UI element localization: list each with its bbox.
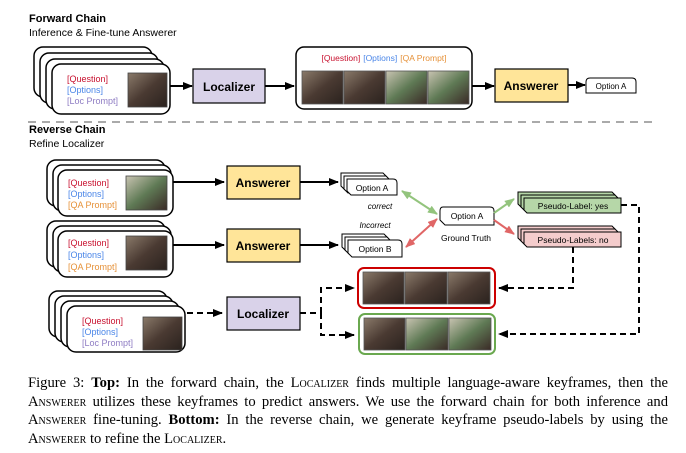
forward-answerer-box: Answerer	[494, 68, 569, 103]
answerer-label: Answerer	[236, 176, 291, 190]
incorrect-arrow	[405, 218, 438, 248]
keyframe	[448, 317, 492, 351]
question-label: [Question]	[68, 238, 109, 248]
keyframe	[447, 271, 491, 305]
question-label: [Question]	[82, 316, 123, 326]
caption-answerer: Answerer	[28, 412, 87, 428]
reverse-input-stack-3: [Question] [Options] [Loc Prompt]	[48, 290, 186, 353]
answerer-label: Answerer	[236, 239, 291, 253]
caption-text: In the reverse chain, we generate keyfra…	[219, 412, 668, 428]
keyframe-4	[427, 70, 470, 105]
answerer-label: Answerer	[504, 79, 559, 93]
arrow-to-pseudo-no	[493, 219, 515, 235]
ground-truth-box: Option A	[439, 206, 495, 226]
keyframe-1	[301, 70, 344, 105]
qa-prompt-label: [QA Prompt]	[68, 200, 117, 210]
forward-localizer-box: Localizer	[192, 68, 266, 104]
caption-text: finds multiple language-aware keyframes,…	[348, 375, 668, 391]
caption-figure-number: Figure 3:	[28, 375, 85, 391]
localizer-label: Localizer	[237, 307, 289, 321]
caption-text: to refine the	[86, 430, 165, 447]
reverse-chain-title: Reverse Chain	[29, 124, 106, 136]
correct-label: correct	[368, 202, 393, 211]
caption-text: fine-tuning.	[86, 412, 169, 428]
video-thumbnail	[127, 72, 168, 108]
forward-output-box: Option A	[585, 77, 637, 94]
options-label: [Options]	[67, 85, 103, 95]
reverse-answerer-box-1: Answerer	[226, 165, 301, 200]
ground-truth-label: Ground Truth	[441, 233, 491, 243]
caption-text: .	[222, 430, 227, 447]
caption-answerer: Answerer	[28, 393, 87, 410]
question-label: [Question]	[67, 74, 108, 84]
reverse-input-stack-1: [Question] [Options] [QA Prompt]	[46, 159, 174, 217]
keyframe-header: [Question][Options][QA Prompt]	[321, 53, 446, 63]
caption-localizer: Localizer	[164, 430, 223, 447]
caption-text: utilizes these keyframes to predict answ…	[86, 393, 668, 410]
keyframe-2	[343, 70, 386, 105]
pseudo-label-no: Pseudo-Labels: no	[538, 235, 609, 245]
forward-input-stack: [Question] [Options] [Loc Prompt]	[33, 46, 171, 115]
caption-text: In the forward chain, the	[119, 375, 291, 391]
dashed-arrow-to-negative-frames	[320, 284, 355, 313]
dashed-arrow-yes-to-positive	[498, 204, 640, 338]
dashed-arrow-to-positive-frames	[320, 313, 355, 339]
video-thumbnail	[142, 316, 183, 351]
pseudo-label-no-stack: Pseudo-Labels: no	[517, 225, 622, 248]
keyframe	[405, 317, 449, 351]
reverse-input-stack-2: [Question] [Options] [QA Prompt]	[46, 220, 174, 278]
forward-keyframes-box: [Question][Options][QA Prompt]	[295, 46, 473, 110]
caption-top-label: Top:	[91, 375, 120, 391]
figure-caption: Figure 3: Top: In the forward chain, the…	[28, 374, 668, 448]
keyframe	[362, 271, 405, 305]
arrow-to-pseudo-yes	[493, 198, 515, 214]
negative-keyframes-box	[357, 267, 496, 309]
option-b-stack: Option B	[341, 233, 403, 258]
options-label: [Options]	[68, 250, 104, 260]
caption-answerer: Answerer	[28, 430, 87, 447]
reverse-localizer-box: Localizer	[226, 296, 301, 331]
incorrect-label: Incorrect	[359, 221, 391, 230]
reverse-answerer-box-2: Answerer	[226, 228, 301, 263]
loc-prompt-label: [Loc Prompt]	[67, 96, 118, 106]
video-thumbnail	[125, 175, 168, 211]
dashed-arrow-no-to-negative	[498, 247, 574, 292]
loc-prompt-label: [Loc Prompt]	[82, 338, 133, 348]
ground-truth-option: Option A	[451, 211, 484, 221]
qa-prompt-label: [QA Prompt]	[68, 262, 117, 272]
forward-chain-title: Forward Chain	[29, 13, 107, 25]
correct-arrow	[401, 190, 438, 215]
option-a-label: Option A	[356, 183, 389, 193]
caption-localizer: Localizer	[290, 375, 349, 391]
options-label: [Options]	[68, 189, 104, 199]
keyframe-3	[385, 70, 428, 105]
pseudo-label-yes-stack: Pseudo-Label: yes	[517, 191, 622, 214]
diagram-canvas: [Question] [Options] [Loc Prompt] Locali…	[28, 46, 656, 355]
question-label: [Question]	[68, 178, 109, 188]
caption-bottom-label: Bottom:	[168, 412, 220, 428]
localizer-label: Localizer	[203, 80, 255, 94]
keyframe	[363, 317, 406, 351]
pseudo-label-yes: Pseudo-Label: yes	[538, 201, 608, 211]
keyframe	[404, 271, 448, 305]
options-label: [Options]	[82, 327, 118, 337]
option-b-label: Option B	[358, 244, 391, 254]
video-thumbnail	[125, 235, 168, 271]
reverse-chain-subtitle: Refine Localizer	[29, 138, 105, 150]
forward-chain-subtitle: Inference & Fine-tune Answerer	[29, 27, 177, 39]
positive-keyframes-box	[358, 313, 496, 355]
option-a-stack: Option A	[340, 172, 398, 196]
output-option-label: Option A	[596, 82, 627, 91]
